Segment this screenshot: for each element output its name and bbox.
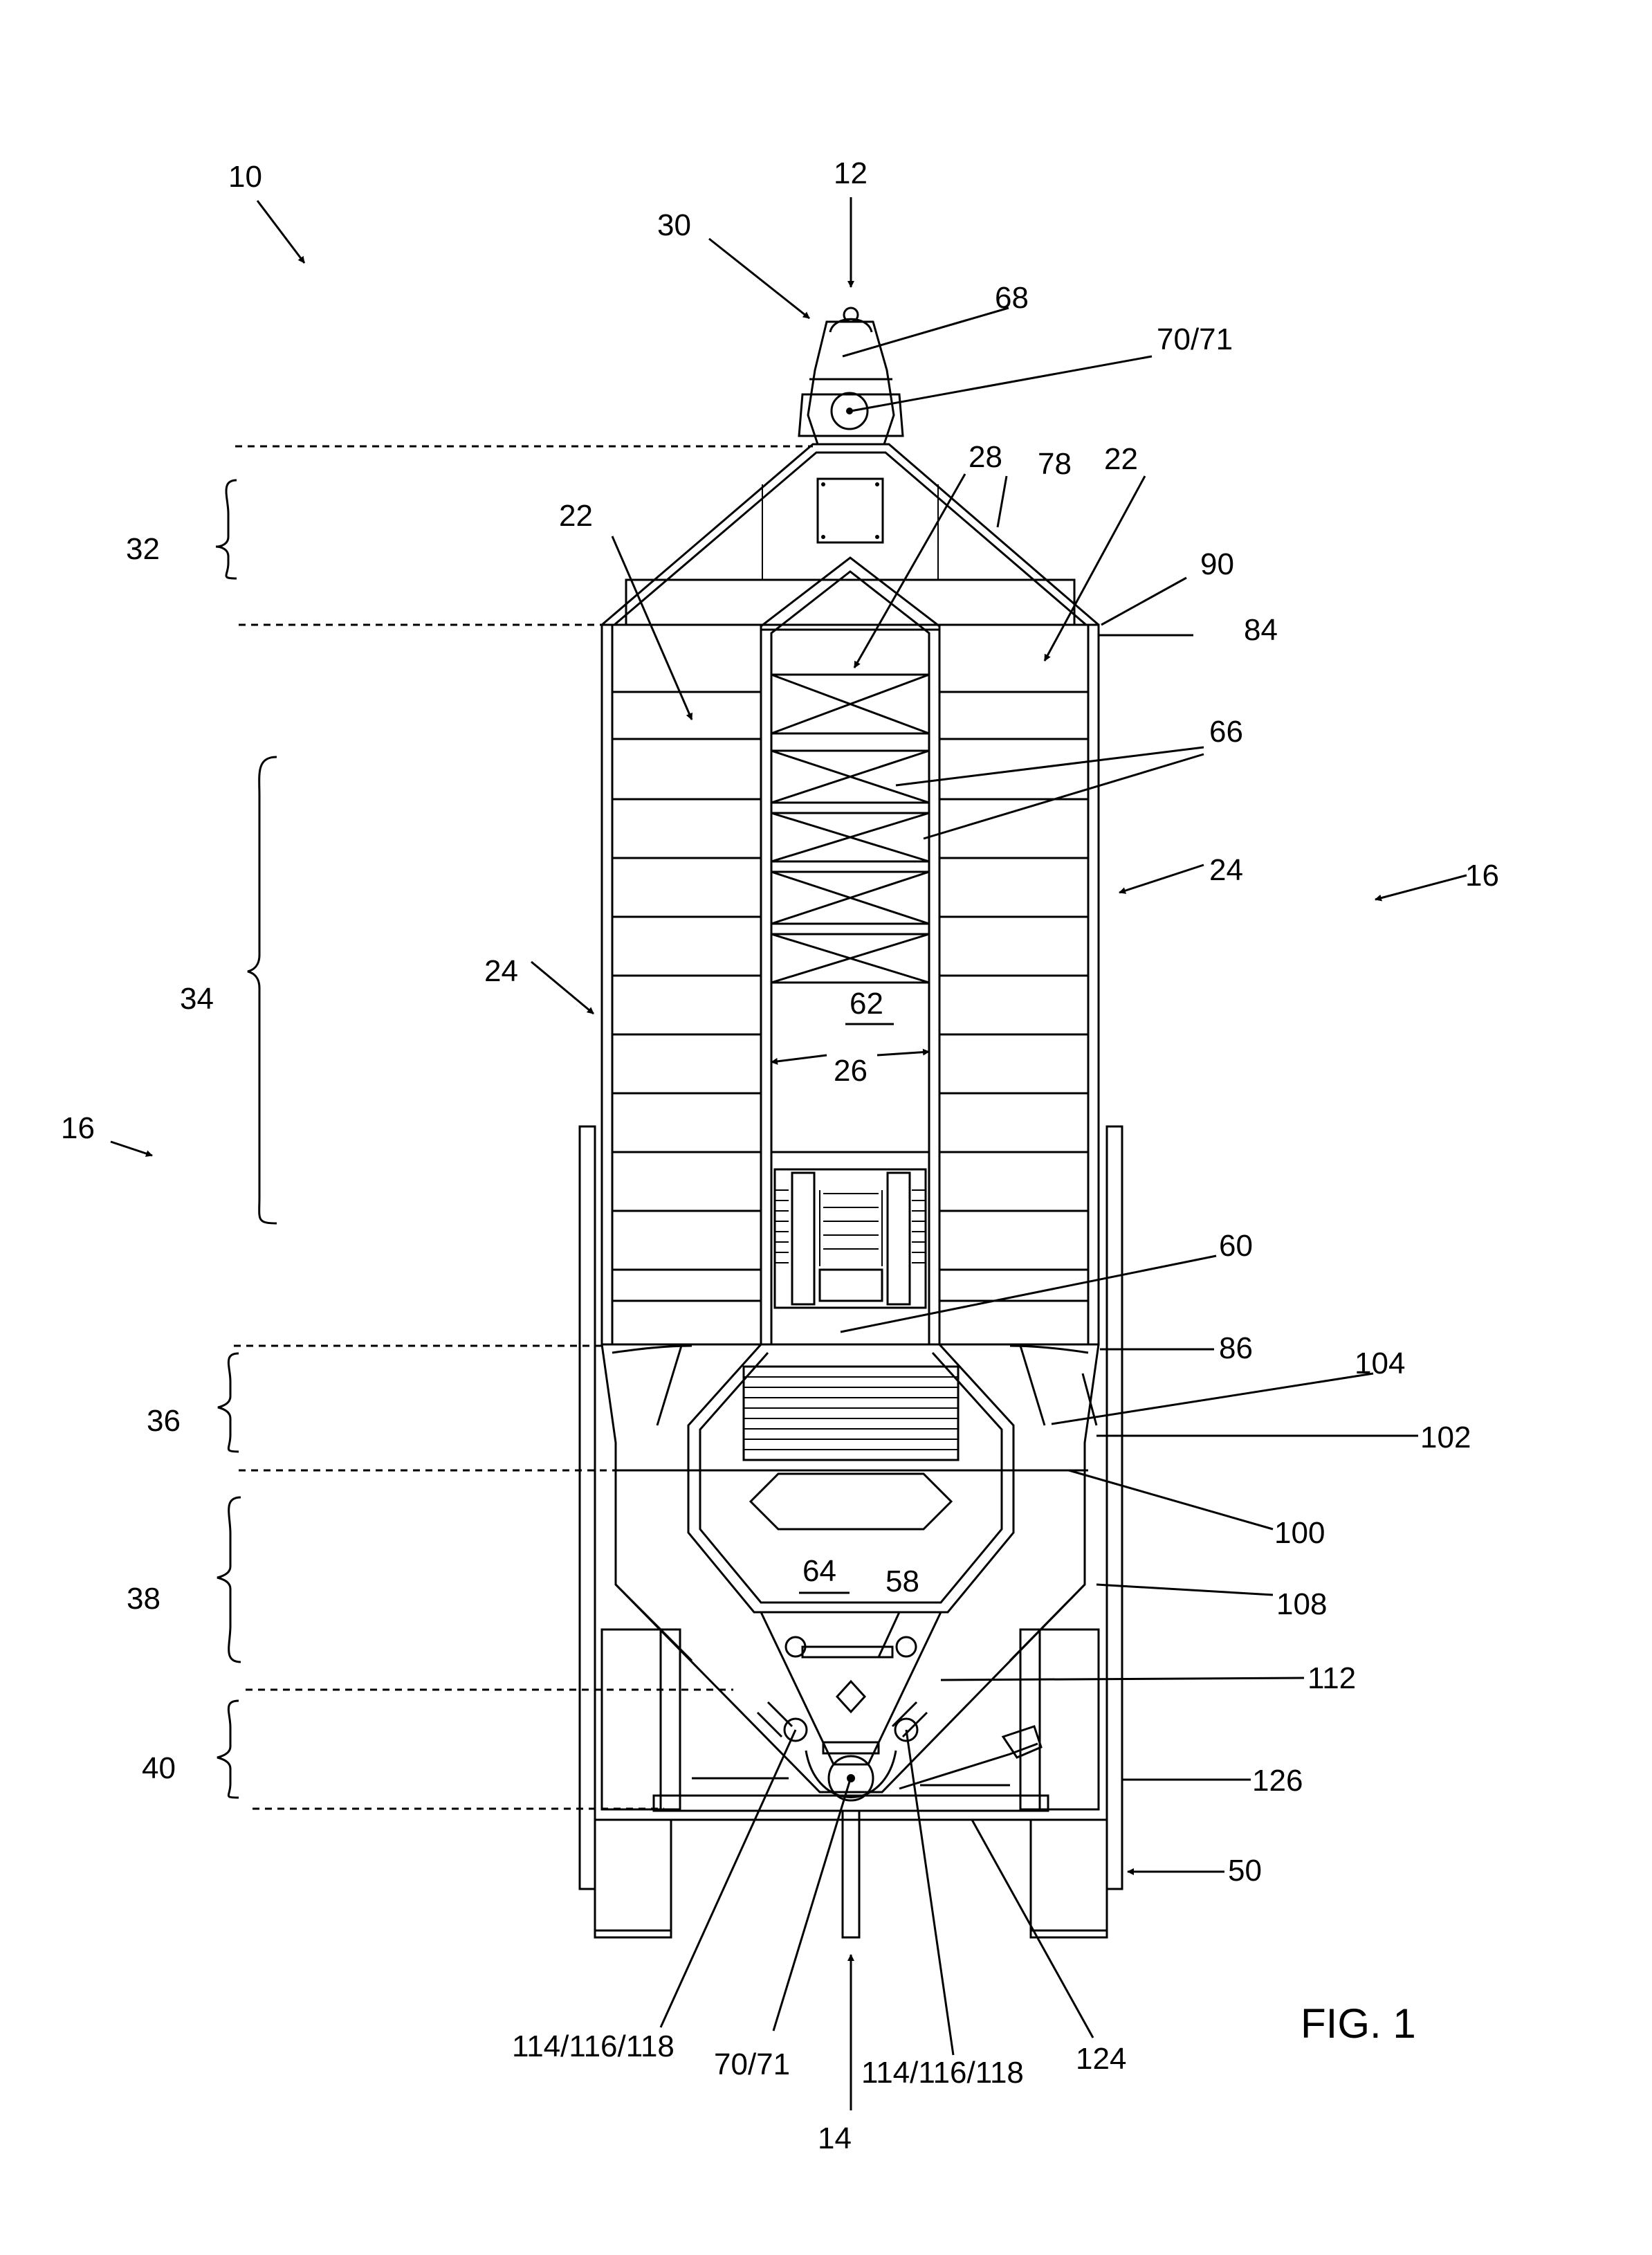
label-100: 100 (1274, 1516, 1325, 1550)
label-112: 112 (1307, 1661, 1356, 1695)
label-14: 14 (818, 2121, 852, 2155)
label-38: 38 (127, 1582, 160, 1616)
label-24-right: 24 (1209, 853, 1243, 887)
label-114-116-118-right: 114/116/118 (861, 2056, 1024, 2090)
label-90: 90 (1200, 547, 1234, 581)
label-66: 66 (1209, 715, 1243, 749)
label-16-right: 16 (1465, 859, 1499, 893)
label-12: 12 (834, 156, 868, 190)
label-102: 102 (1420, 1421, 1471, 1454)
label-86: 86 (1219, 1331, 1253, 1365)
label-58: 58 (885, 1564, 919, 1598)
zone-braces (216, 480, 277, 1798)
label-26: 26 (834, 1054, 868, 1088)
label-108: 108 (1276, 1587, 1327, 1621)
label-114-116-118-left: 114/116/118 (512, 2029, 674, 2063)
reference-numerals: 10 12 30 68 70/71 28 78 22 22 32 90 84 6… (61, 156, 1499, 2155)
label-68: 68 (995, 281, 1029, 315)
label-22-left: 22 (559, 499, 593, 533)
label-40: 40 (142, 1751, 176, 1785)
label-64: 64 (802, 1554, 836, 1588)
label-30: 30 (657, 208, 691, 242)
label-22-right: 22 (1104, 442, 1138, 476)
label-50: 50 (1228, 1854, 1262, 1888)
zone-lines (234, 446, 813, 1809)
label-60: 60 (1219, 1229, 1253, 1263)
label-62: 62 (850, 987, 883, 1021)
label-10: 10 (228, 160, 262, 194)
label-70-71-bottom: 70/71 (714, 2047, 790, 2081)
label-36: 36 (147, 1404, 181, 1438)
label-84: 84 (1244, 613, 1278, 647)
figure-label: FIG. 1 (1301, 2000, 1416, 2047)
leader-lines (111, 197, 1467, 2110)
label-70-71-top: 70/71 (1157, 322, 1233, 356)
label-32: 32 (126, 532, 160, 566)
label-78: 78 (1038, 447, 1072, 481)
label-28: 28 (969, 440, 1002, 474)
dryer-tower (580, 308, 1122, 1937)
label-34: 34 (180, 982, 214, 1016)
label-16-left: 16 (61, 1111, 95, 1145)
label-124: 124 (1076, 2042, 1126, 2076)
label-24-left: 24 (484, 954, 518, 988)
label-104: 104 (1355, 1346, 1405, 1380)
label-126: 126 (1252, 1764, 1303, 1798)
